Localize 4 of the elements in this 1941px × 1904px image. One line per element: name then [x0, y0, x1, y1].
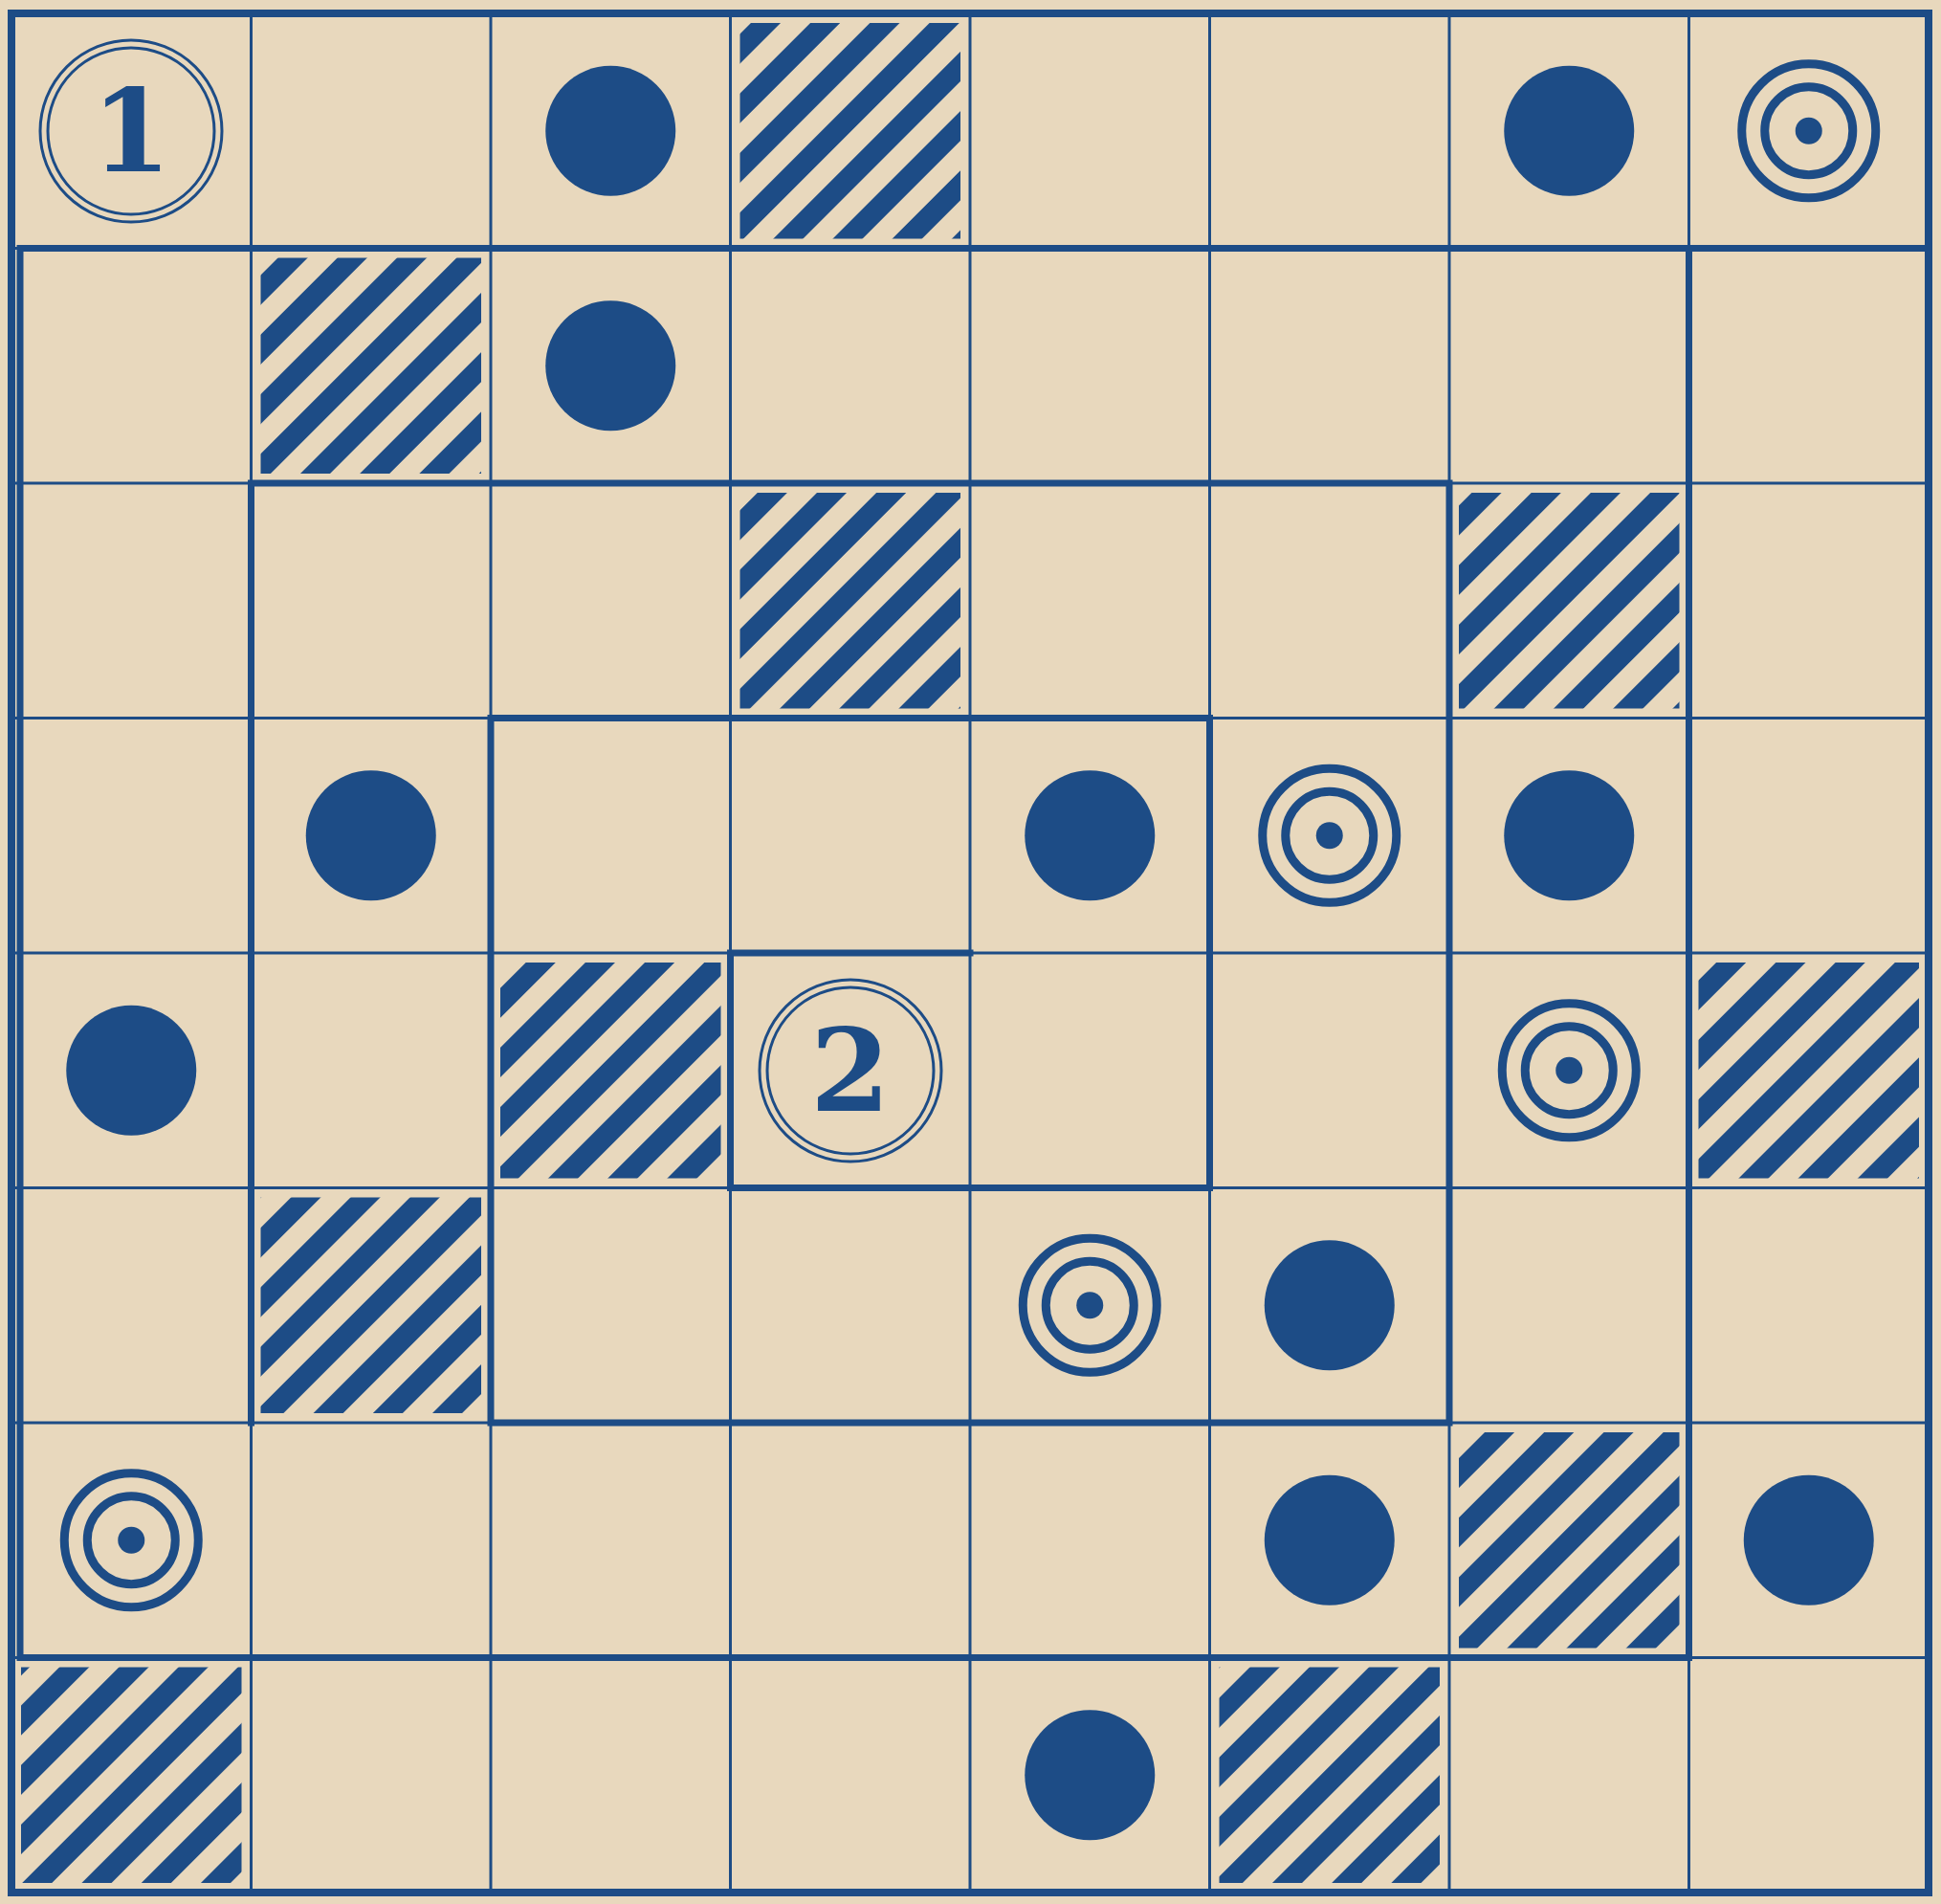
numbered-circle — [37, 36, 226, 225]
numbered-circle — [756, 976, 944, 1164]
space-number: 1 — [91, 73, 171, 188]
space-number: 2 — [810, 1012, 891, 1128]
